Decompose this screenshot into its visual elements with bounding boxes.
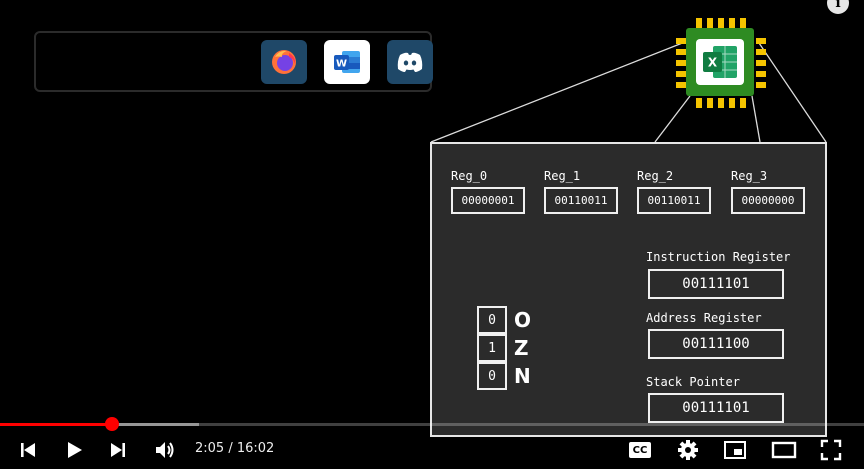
volume-button[interactable] (152, 437, 178, 463)
instruction-register-value: 00111101 (648, 269, 784, 299)
previous-icon (21, 443, 35, 457)
play-icon (68, 442, 82, 458)
captions-icon: CC (629, 442, 651, 458)
flag-value-negative: 0 (477, 362, 507, 390)
time-display: 2:05 / 16:02 (195, 441, 274, 456)
excel-icon: X (696, 39, 744, 85)
flag-label-negative: N (514, 364, 531, 388)
flag-label-zero: Z (514, 336, 529, 360)
address-register-label: Address Register (646, 311, 762, 325)
miniplayer-icon (724, 441, 746, 459)
stack-pointer-label: Stack Pointer (646, 375, 740, 389)
register-label: Reg_0 (451, 169, 488, 183)
excel-glyph: X (708, 56, 718, 70)
flag-label-overflow: O (514, 308, 532, 332)
register-value: 00110011 (637, 187, 711, 214)
register-value: 00000000 (731, 187, 805, 214)
taskbar (34, 31, 432, 92)
register-label: Reg_3 (731, 169, 768, 183)
theater-mode-button[interactable] (770, 438, 798, 462)
miniplayer-button[interactable] (722, 438, 748, 462)
register-label: Reg_2 (637, 169, 674, 183)
flag-value-overflow: 0 (477, 306, 507, 334)
next-button[interactable] (106, 438, 130, 462)
address-register-value: 00111100 (648, 329, 784, 359)
fullscreen-button[interactable] (819, 438, 843, 462)
settings-icon (678, 440, 698, 460)
previous-button[interactable] (16, 438, 40, 462)
word-icon: W (324, 40, 370, 84)
register-value: 00110011 (544, 187, 618, 214)
time-separator: / (224, 441, 237, 456)
progress-scrubber[interactable] (105, 417, 120, 431)
play-button[interactable] (62, 438, 86, 462)
stack-pointer-value: 00111101 (648, 393, 784, 423)
flag-value-zero: 1 (477, 334, 507, 362)
info-icon[interactable]: i (827, 0, 849, 14)
cpu-chip-icon (676, 18, 766, 108)
register-value: 00000001 (451, 187, 525, 214)
theater-icon (771, 441, 797, 459)
duration: 16:02 (236, 441, 275, 456)
word-glyph: W (336, 59, 347, 70)
progress-bar[interactable] (0, 423, 864, 426)
current-time: 2:05 (195, 441, 225, 456)
settings-button[interactable] (676, 438, 700, 462)
firefox-icon (261, 40, 307, 84)
discord-icon (387, 40, 433, 84)
volume-icon (156, 442, 174, 458)
cpu-state-panel (430, 142, 827, 437)
next-icon (111, 443, 125, 457)
register-label: Reg_1 (544, 169, 581, 183)
captions-button[interactable]: CC (627, 439, 653, 461)
progress-played (0, 423, 113, 426)
fullscreen-icon (820, 439, 842, 461)
instruction-register-label: Instruction Register (646, 250, 791, 264)
